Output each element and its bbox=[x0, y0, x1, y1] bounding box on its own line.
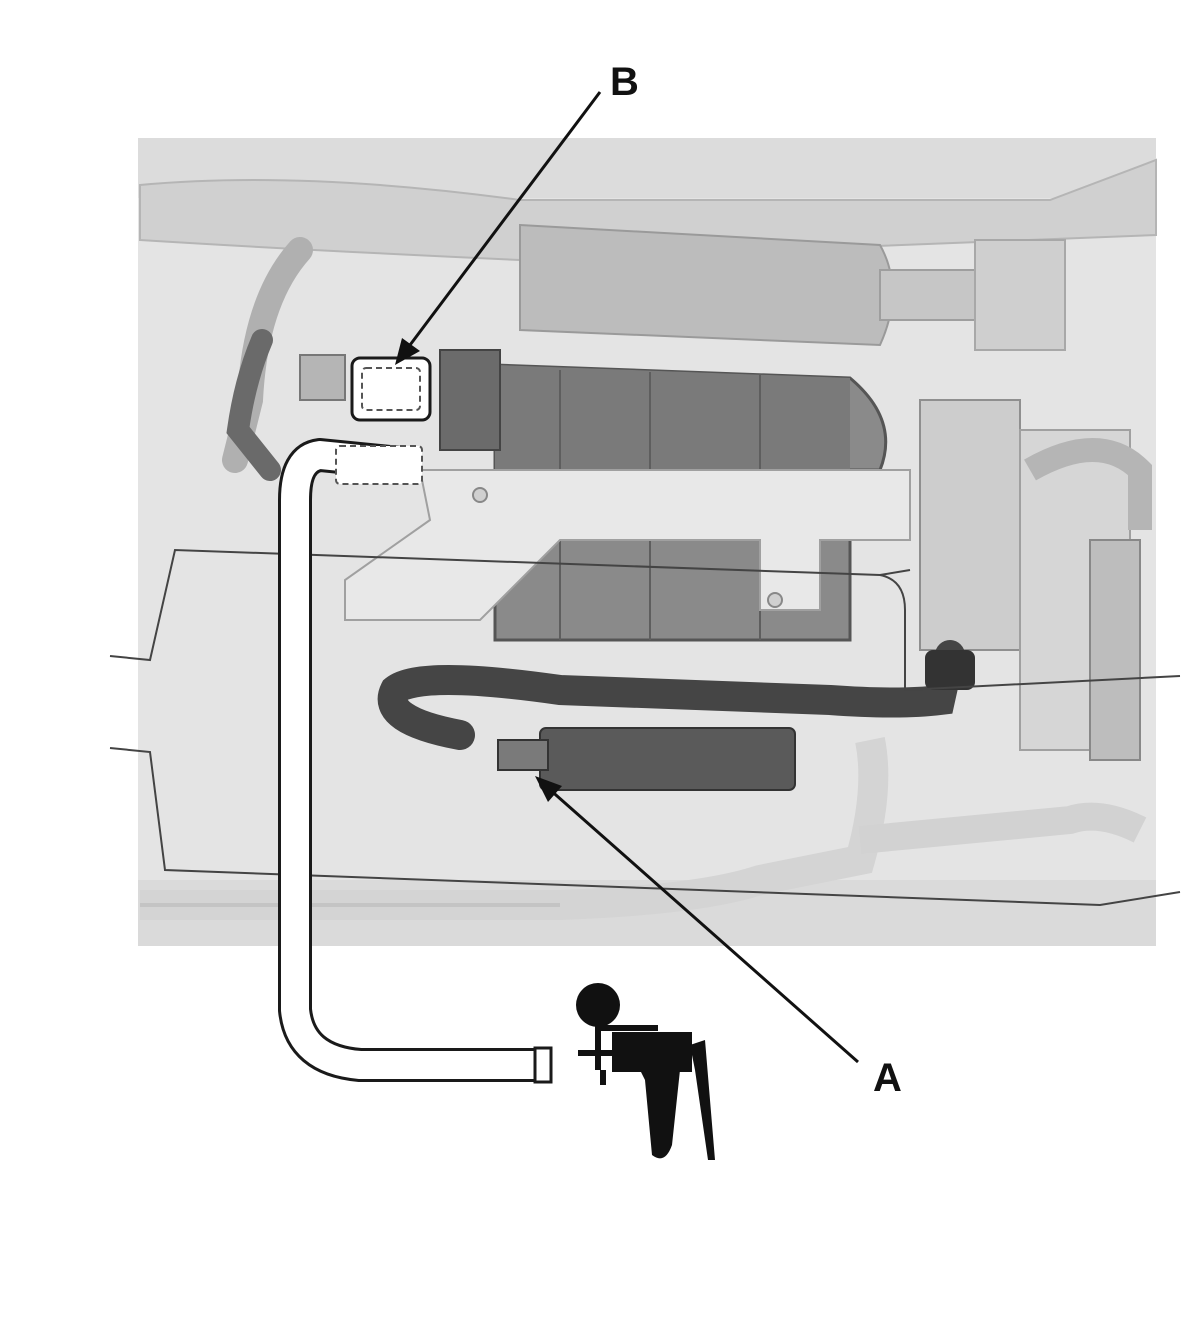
purge-valve-assembly bbox=[919, 399, 1152, 761]
leader-arrow-b bbox=[395, 91, 602, 365]
leader-arrow-a bbox=[535, 776, 859, 1064]
connector-b bbox=[299, 354, 432, 485]
canister-bracket bbox=[344, 469, 911, 621]
hand-vacuum-pump-icon bbox=[576, 983, 715, 1160]
callout-label-b: B bbox=[610, 60, 639, 104]
lower-pipes bbox=[140, 737, 1147, 920]
test-hose bbox=[278, 438, 553, 1084]
port-a-part bbox=[497, 727, 796, 791]
frame-rail bbox=[139, 158, 1157, 262]
callout-label-a: A bbox=[873, 1056, 902, 1100]
lower-dark-hose bbox=[377, 640, 975, 750]
left-hose bbox=[222, 237, 313, 481]
upper-filter bbox=[519, 223, 1066, 351]
thin-wire bbox=[109, 548, 1181, 907]
